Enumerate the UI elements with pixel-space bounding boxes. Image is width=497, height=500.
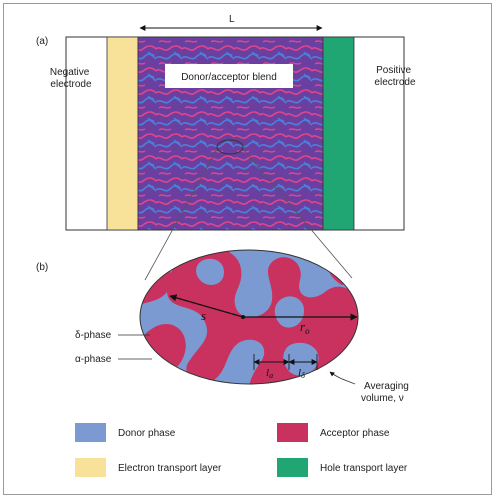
ld-label: lδ (298, 367, 305, 380)
legend-label-hole-transport: Hole transport layer (320, 463, 408, 474)
donor-island-1 (196, 258, 224, 285)
blend-label-box (165, 64, 293, 88)
positive-electrode-label: Positive electrode (374, 65, 416, 88)
legend-swatch-donor (75, 423, 106, 442)
blend-label: Donor/acceptor blend (181, 72, 277, 83)
alpha-phase-label: α-phase (75, 354, 112, 365)
donor-island-2 (274, 296, 305, 328)
la-label: la (266, 367, 273, 380)
negative-electrode-label: Negative electrode (50, 67, 92, 90)
averaging-volume-leader (329, 371, 356, 385)
magnified-morphology (140, 250, 358, 384)
legend-label-acceptor: Acceptor phase (320, 428, 390, 439)
length-label: L (229, 14, 235, 25)
delta-phase-label: δ-phase (75, 330, 112, 341)
hole-transport-layer (322, 36, 355, 231)
part-b-label: (b) (36, 262, 48, 273)
s-vector (169, 294, 244, 318)
legend-swatch-acceptor (277, 423, 308, 442)
s-label: s (201, 308, 206, 323)
legend-swatch-electron-transport (75, 458, 106, 477)
zoom-line-right (242, 148, 353, 279)
averaging-volume-label: Averaging volume, ν (361, 381, 412, 404)
legend-label-donor: Donor phase (118, 428, 176, 439)
electron-transport-layer (106, 36, 139, 231)
zoom-region-marker (216, 139, 244, 155)
ro-label: ro (300, 319, 310, 336)
legend-swatch-hole-transport (277, 458, 308, 477)
zoom-line-left (144, 148, 218, 281)
center-point (241, 315, 245, 319)
part-a-label: (a) (36, 36, 48, 47)
legend: Donor phase Acceptor phase Electron tran… (75, 423, 408, 477)
averaging-volume-ellipse (139, 249, 359, 385)
legend-label-electron-transport: Electron transport layer (118, 463, 222, 474)
